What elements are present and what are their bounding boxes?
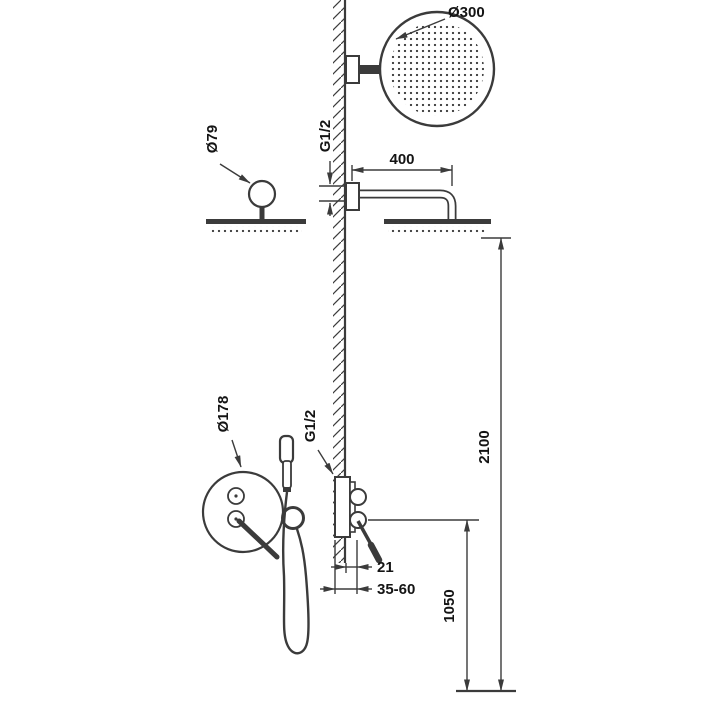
label-ceiling-head-diameter: Ø79 (204, 125, 221, 153)
head-nozzles (388, 226, 487, 233)
leader-rain-head-diameter: Ø300 (395, 4, 485, 40)
handset-head (278, 434, 295, 465)
dim-mixer-height: 1050 (368, 519, 479, 692)
label-arm-thread: G1/2 (317, 120, 334, 153)
label-mixer-height: 1050 (441, 589, 458, 622)
head-nozzles (390, 22, 484, 116)
mixer-side-view (334, 476, 383, 564)
head-disc (384, 219, 491, 224)
mixer-knob-center (234, 517, 238, 521)
leader-mixer-diameter: Ø178 (215, 396, 242, 468)
rain-head-side-view (345, 182, 491, 233)
label-depth-range: 35-60 (377, 581, 415, 598)
rain-head-top-view (345, 10, 496, 128)
wall-flange (345, 55, 360, 84)
dim-depth-range: 35-60 (320, 581, 415, 598)
label-rain-head-diameter: Ø300 (448, 4, 485, 21)
ceiling-rose (247, 179, 277, 209)
rough-in-body (334, 476, 351, 538)
mixer-lever-handle (367, 541, 383, 564)
label-total-height: 2100 (476, 430, 493, 463)
leader-ceiling-head-diameter: Ø79 (204, 125, 251, 184)
hand-shower (278, 434, 310, 655)
label-mixer-thread: G1/2 (302, 410, 319, 443)
dim-arm-thread: G1/2 (317, 120, 344, 216)
wall-hatching (333, 0, 345, 563)
trim-plate-outline (201, 470, 285, 554)
head-nozzles (210, 226, 302, 233)
label-arm-length: 400 (389, 151, 414, 168)
wall-flange (345, 182, 360, 211)
wall-bracket-ring (281, 506, 305, 530)
mixer-lever (236, 518, 280, 560)
hose-nut (283, 487, 291, 492)
head-disc (206, 219, 306, 224)
diverter-knob-center (234, 494, 238, 498)
trim-plate (349, 481, 356, 533)
hose (281, 491, 310, 655)
dim-min-depth: 21 (331, 540, 394, 594)
diverter-knob (349, 488, 367, 506)
ceiling-head-side-view (206, 179, 306, 233)
arm-bar (358, 65, 383, 74)
mixer-front-view (201, 470, 285, 560)
label-mixer-diameter: Ø178 (215, 396, 232, 433)
dim-arm-length: 400 (351, 151, 453, 186)
label-min-depth: 21 (377, 559, 394, 576)
shower-arm-fill (359, 191, 455, 219)
dim-total-height: 2100 (476, 237, 511, 692)
mixer-knob (349, 511, 367, 529)
wall-section (333, 0, 347, 563)
handset-handle (282, 460, 292, 489)
leader-mixer-thread: G1/2 (302, 410, 334, 475)
shower-arm-outline (359, 189, 457, 219)
